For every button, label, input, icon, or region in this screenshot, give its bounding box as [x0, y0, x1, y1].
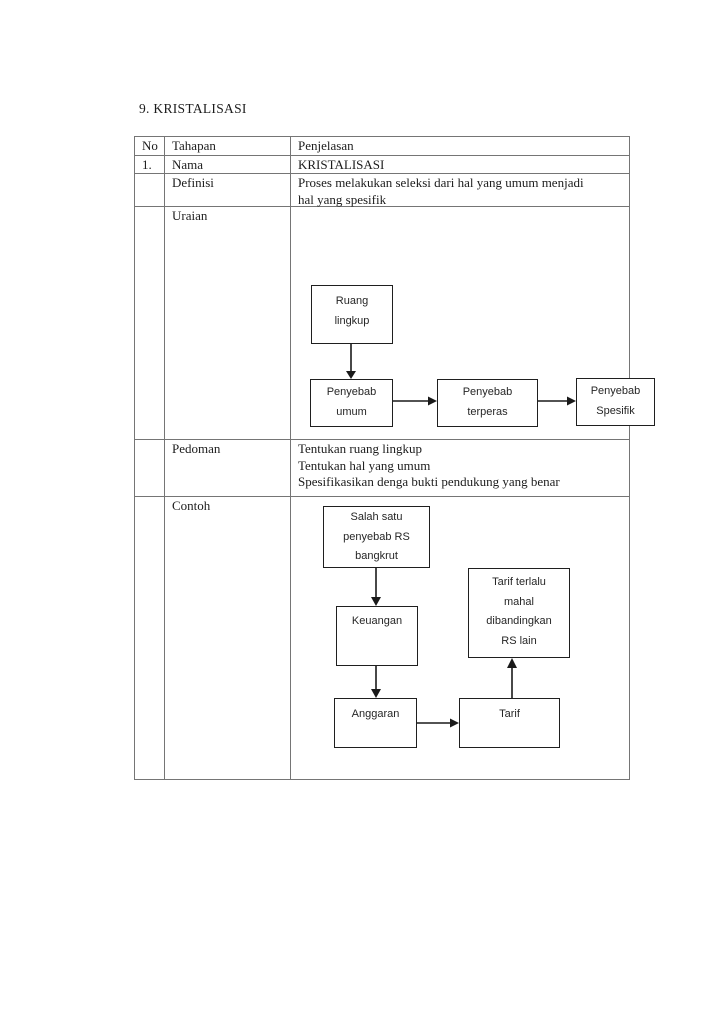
arrow-up-tarif-to-tarifterlalu — [507, 658, 517, 698]
cell-tahapan: Pedoman — [165, 440, 291, 496]
node-anggaran: Anggaran — [334, 698, 417, 748]
table-row-contoh: Contoh — [135, 497, 629, 779]
cell-penjelasan: KRISTALISASI — [298, 157, 385, 172]
arrow-right-terperas-to-spesifik — [538, 396, 576, 406]
cell-tahapan: Uraian — [165, 207, 291, 439]
node-tarif: Tarif — [459, 698, 560, 748]
cell-no — [135, 497, 165, 779]
cell-no — [135, 440, 165, 496]
arrow-down-ruang-to-umum — [346, 344, 356, 379]
header-cell-tahapan: Tahapan — [165, 137, 291, 155]
page-title: 9. KRISTALISASI — [139, 101, 247, 116]
table-row-pedoman: Pedoman Tentukan ruang lingkup Tentukan … — [135, 440, 629, 497]
node-salah-satu: Salah satu penyebab RS bangkrut — [323, 506, 430, 568]
kristalisasi-table: No Tahapan Penjelasan 1. Nama KRISTALISA… — [134, 136, 630, 780]
node-penyebab-umum: Penyebab umum — [310, 379, 393, 427]
header-cell-penjelasan: Penjelasan — [298, 138, 354, 153]
cell-tahapan: Definisi — [165, 174, 291, 206]
cell-tahapan: Nama — [165, 156, 291, 173]
cell-penjelasan: Proses melakukan seleksi dari hal yang u… — [298, 175, 584, 207]
table-header-row: No Tahapan Penjelasan — [135, 137, 629, 156]
table-row-nama: 1. Nama KRISTALISASI — [135, 156, 629, 174]
arrow-right-umum-to-terperas — [393, 396, 437, 406]
node-penyebab-spesifik: Penyebab Spesifik — [576, 378, 655, 426]
table-row-definisi: Definisi Proses melakukan seleksi dari h… — [135, 174, 629, 207]
node-penyebab-terperas: Penyebab terperas — [437, 379, 538, 427]
cell-tahapan: Contoh — [165, 497, 291, 779]
node-tarif-terlalu: Tarif terlalu mahal dibandingkan RS lain — [468, 568, 570, 658]
table-row-uraian: Uraian — [135, 207, 629, 440]
cell-no: 1. — [135, 156, 165, 173]
arrow-down-keuangan-to-anggaran — [371, 666, 381, 698]
node-keuangan: Keuangan — [336, 606, 418, 666]
header-cell-no: No — [135, 137, 165, 155]
cell-no — [135, 207, 165, 439]
cell-no — [135, 174, 165, 206]
arrow-right-anggaran-to-tarif — [417, 718, 459, 728]
arrow-down-salahsatu-to-keuangan — [371, 568, 381, 606]
cell-penjelasan: Tentukan ruang lingkup Tentukan hal yang… — [298, 441, 560, 489]
node-ruang-lingkup: Ruang lingkup — [311, 285, 393, 344]
